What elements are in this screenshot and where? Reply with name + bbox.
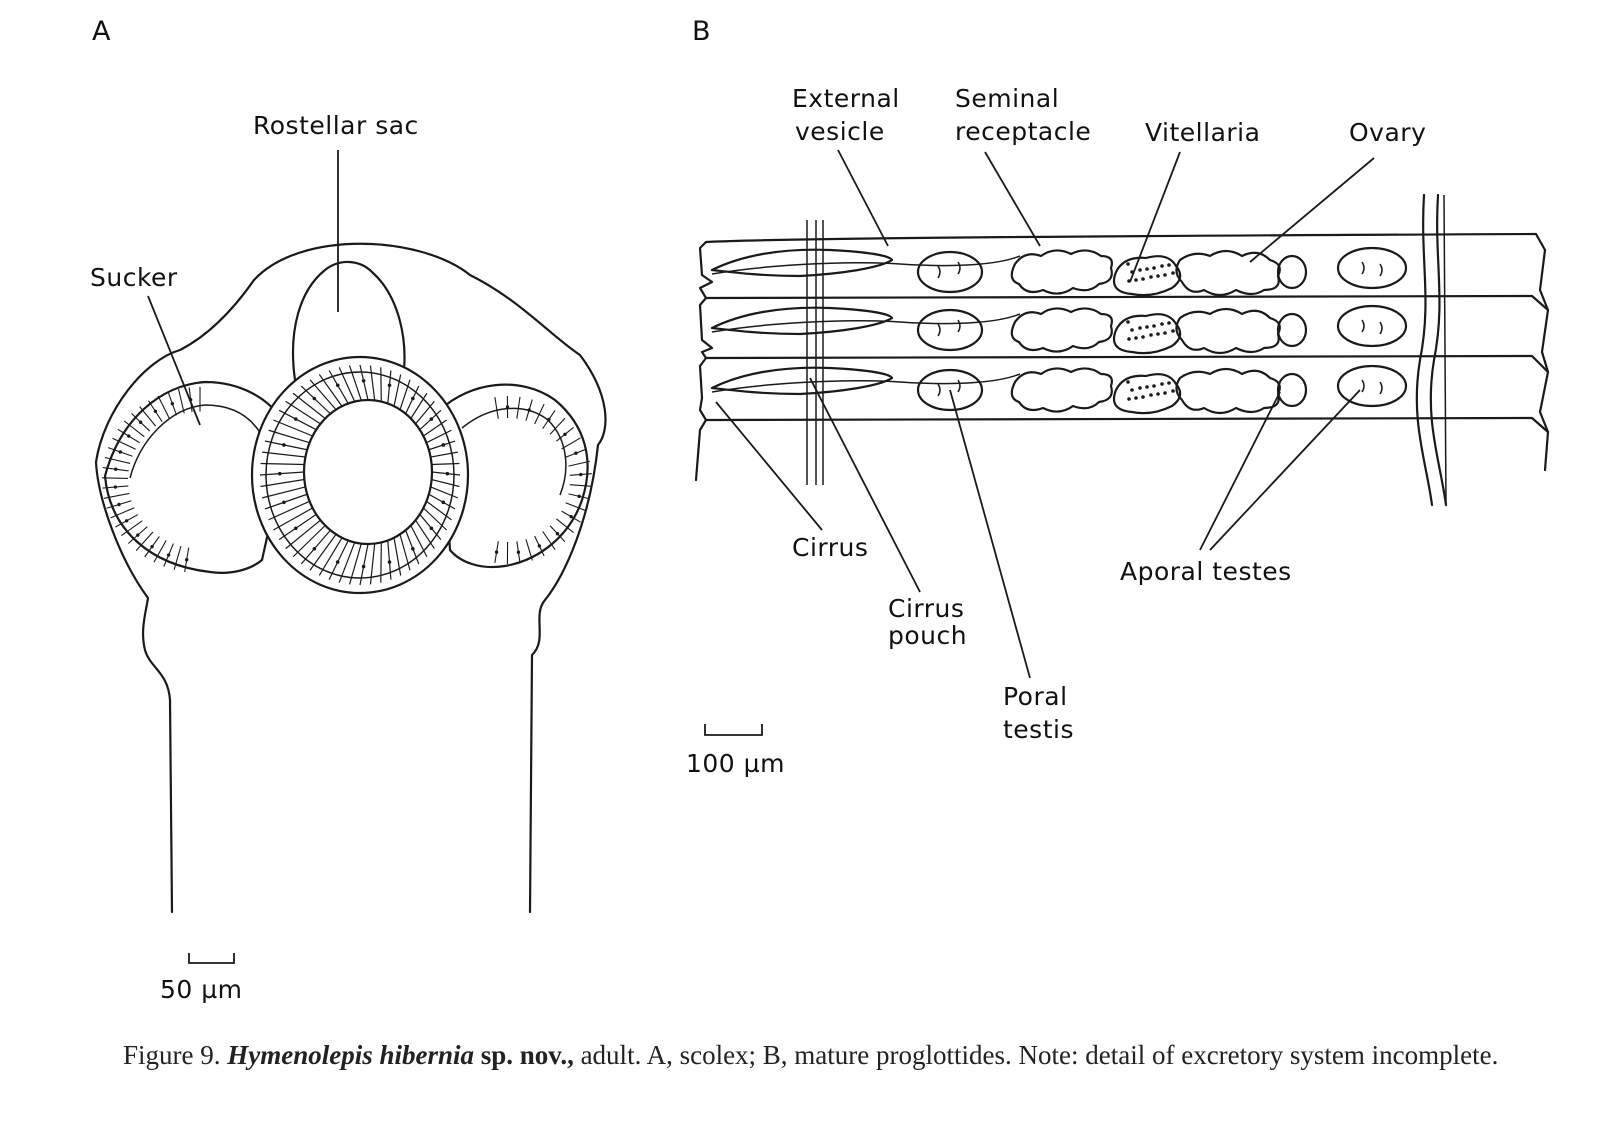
- central-sucker: [250, 355, 470, 595]
- leader-ovary: [1249, 157, 1375, 263]
- leader-seminal-receptacle: [984, 151, 1041, 247]
- proglottid-1: [710, 246, 1408, 297]
- scale-label-a: 50 µm: [160, 975, 243, 1004]
- excretory-canal-right: [1415, 193, 1448, 507]
- label-aporal-testes: Aporal testes: [1120, 557, 1292, 586]
- leader-sucker: [147, 295, 201, 426]
- leader-cirrus: [715, 401, 823, 531]
- scale-label-b: 100 µm: [686, 749, 785, 778]
- scale-bar-a: [188, 953, 235, 964]
- figure-caption: Figure 9. Hymenolepis hibernia sp. nov.,…: [123, 1038, 1543, 1072]
- label-seminal-receptacle-2: receptacle: [955, 117, 1091, 146]
- leader-aporal-testes-2: [1209, 389, 1361, 551]
- label-cirrus: Cirrus: [792, 533, 868, 562]
- segment-line-2: [704, 294, 1550, 312]
- scolex-outline: [94, 242, 607, 914]
- left-margin: [694, 240, 714, 482]
- label-sucker: Sucker: [90, 263, 178, 292]
- segment-line-3: [704, 354, 1550, 374]
- label-external-vesicle-2: vesicle: [795, 117, 885, 146]
- label-cirrus-pouch-1: Cirrus: [888, 594, 964, 623]
- caption-figure-number: Figure 9.: [123, 1040, 221, 1070]
- rostellar-sac: [291, 260, 406, 387]
- label-seminal-receptacle-1: Seminal: [955, 84, 1059, 113]
- segment-line-1: [704, 232, 1547, 252]
- caption-sp-nov: sp. nov.,: [480, 1040, 574, 1070]
- right-margin: [1538, 248, 1550, 472]
- leader-vitellaria: [1129, 151, 1181, 283]
- leader-cirrus-pouch: [809, 377, 921, 593]
- proglottid-3: [710, 364, 1408, 415]
- label-poral-testis-2: testis: [1003, 715, 1074, 744]
- leader-external-vesicle: [837, 149, 889, 247]
- proglottides-drawing: [694, 193, 1550, 507]
- leader-aporal-testes-1: [1199, 391, 1281, 551]
- reproductive-organs: [710, 246, 1408, 415]
- excretory-canal-left: [806, 220, 824, 485]
- label-poral-testis-1: Poral: [1003, 682, 1068, 711]
- caption-description: adult. A, scolex; B, mature proglottides…: [580, 1040, 1499, 1070]
- proglottid-2: [710, 304, 1408, 355]
- label-vitellaria: Vitellaria: [1145, 118, 1260, 147]
- scale-bar-b: [704, 724, 763, 736]
- panel-label-a: A: [92, 16, 111, 47]
- panel-label-b: B: [692, 16, 711, 47]
- label-rostellar-sac: Rostellar sac: [253, 111, 419, 140]
- label-ovary: Ovary: [1349, 118, 1426, 147]
- scolex-drawing: [94, 242, 607, 914]
- label-external-vesicle-1: External: [792, 84, 900, 113]
- label-cirrus-pouch-2: pouch: [888, 621, 967, 650]
- caption-species-name: Hymenolepis hibernia: [227, 1040, 475, 1070]
- sucker-cell-striations: [102, 364, 592, 586]
- leader-poral-testis: [949, 389, 1031, 679]
- segment-line-4: [704, 416, 1550, 434]
